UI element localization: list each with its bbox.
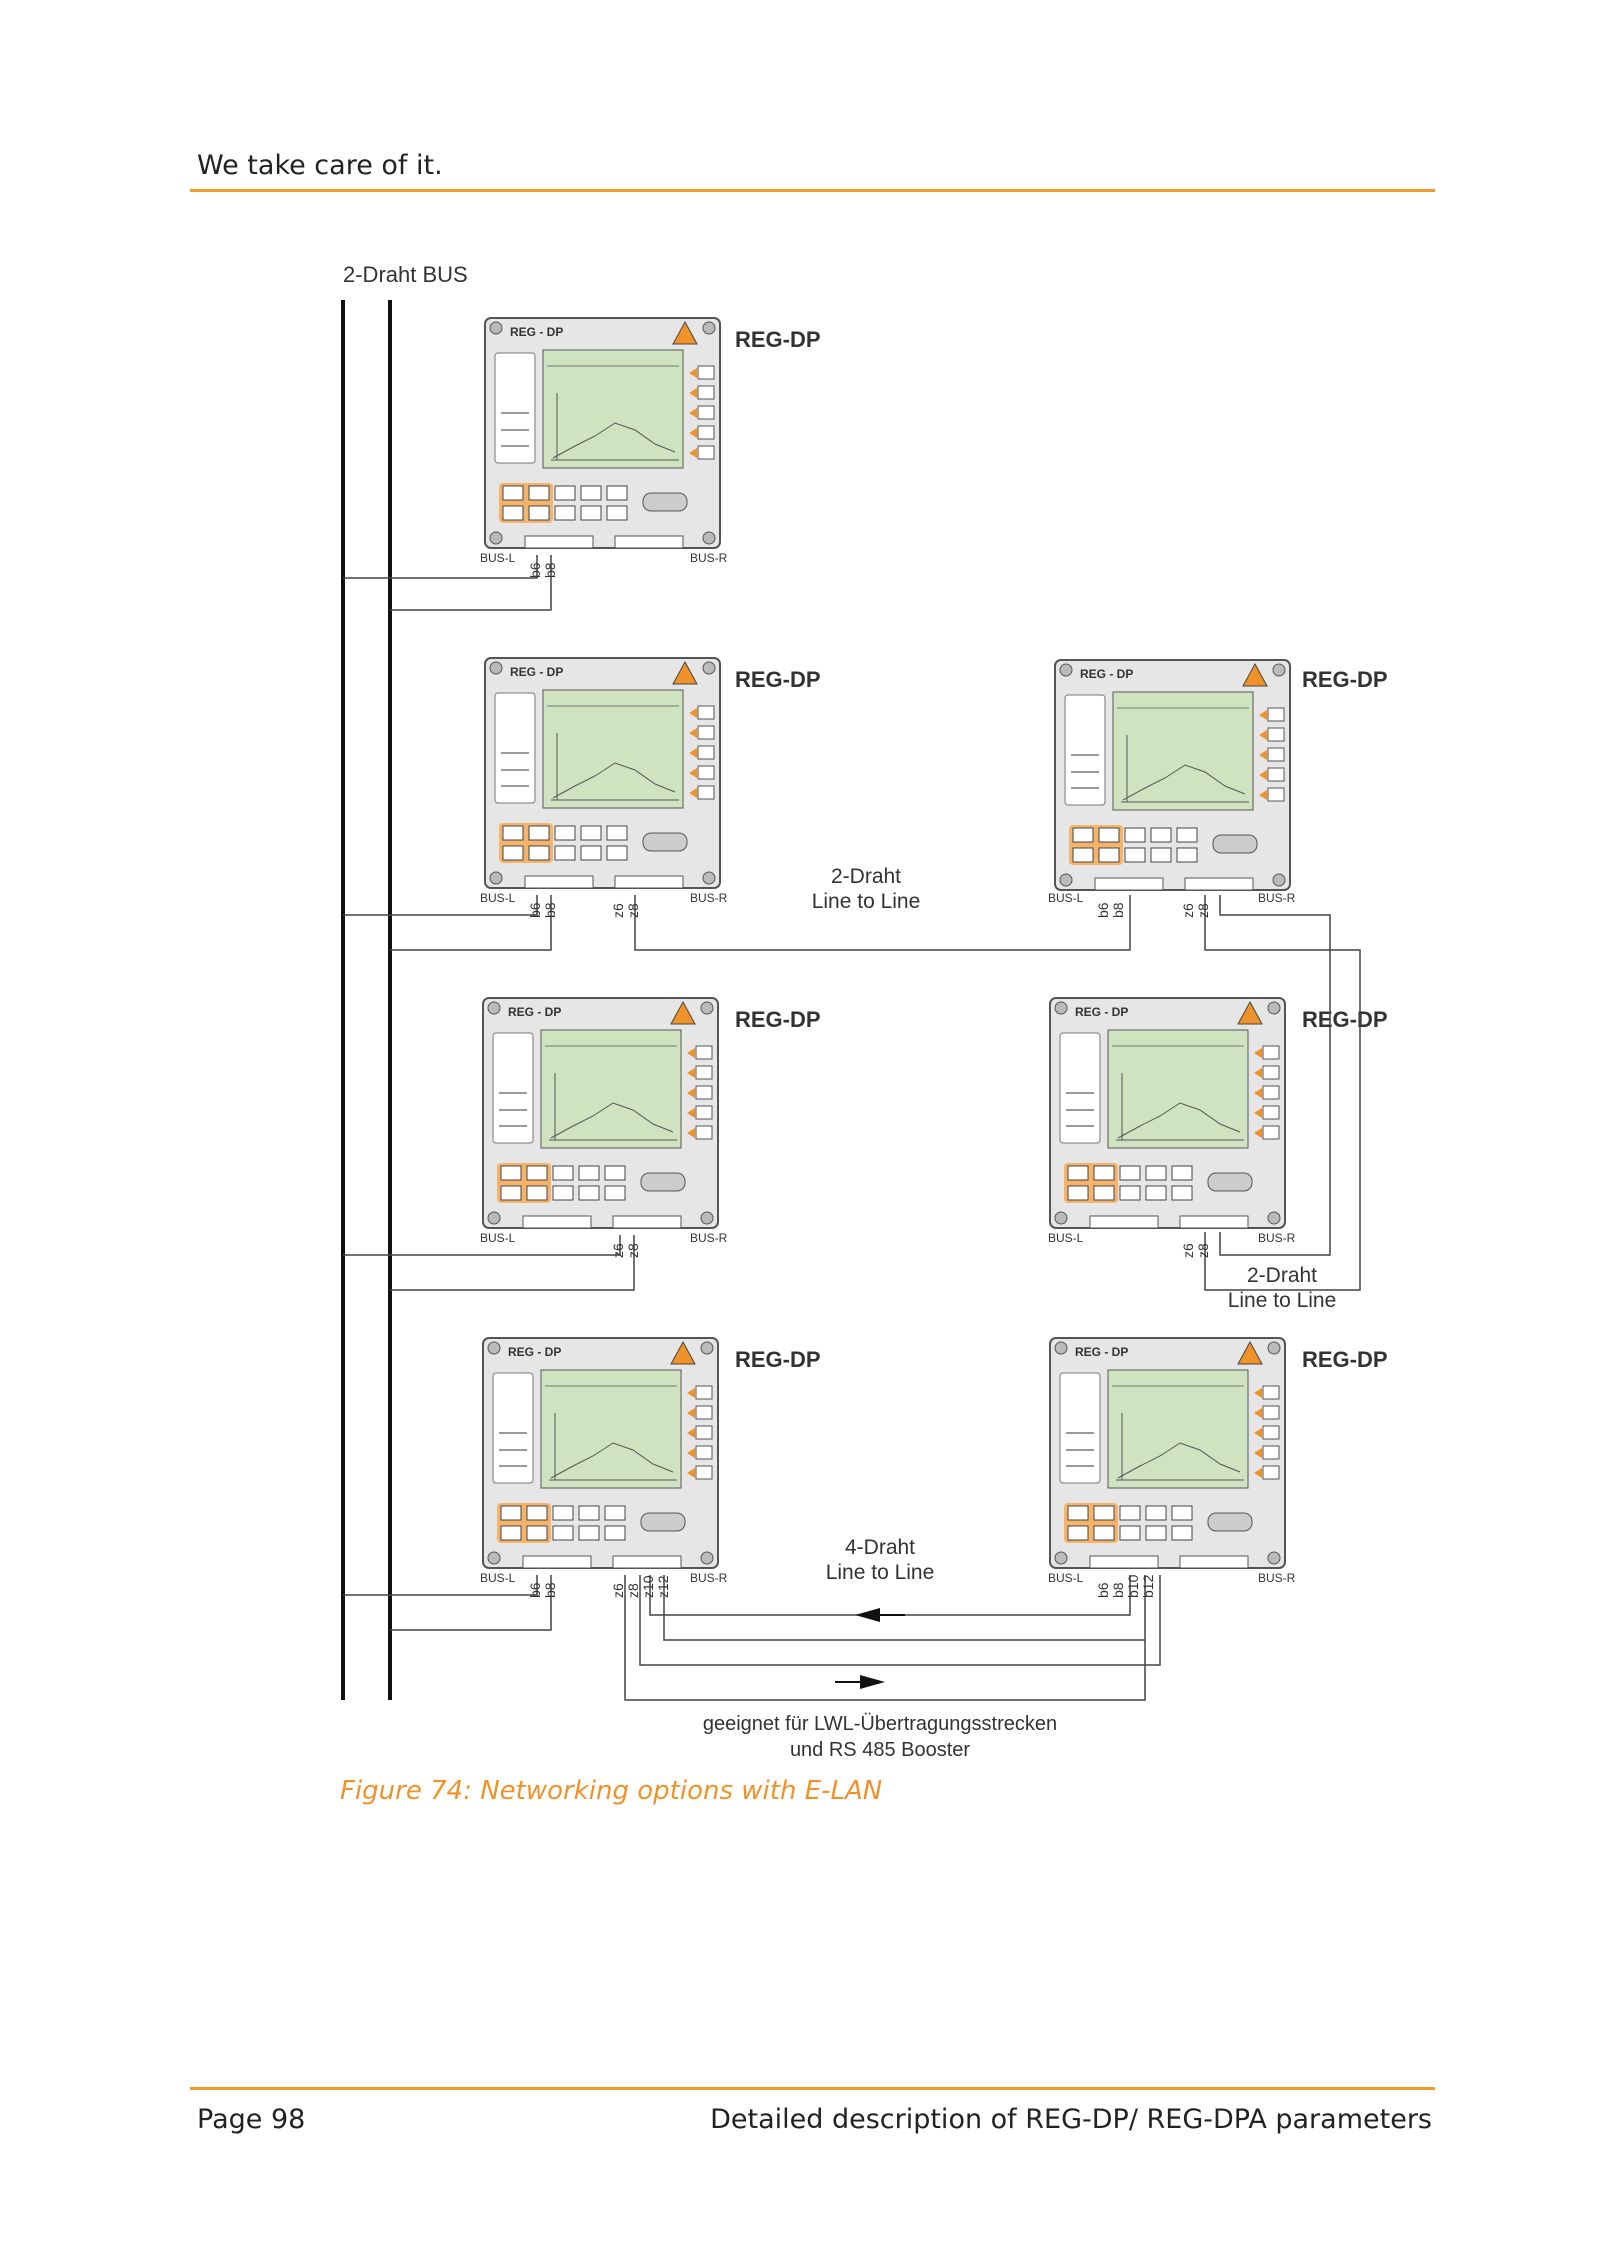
term-b10: b10 [1125,1574,1141,1598]
bus-l-label: BUS-L [1048,1571,1084,1585]
term-z8: z8 [625,1583,641,1598]
device-5 [1049,997,1286,1229]
header-tagline: We take care of it. [197,150,443,181]
term-b8: b8 [542,902,558,918]
panel-title: REG - DP [1080,667,1133,681]
device-1 [484,317,721,549]
line4-label-a: 4-Draht [845,1536,915,1559]
figure-caption: Figure 74: Networking options with E-LAN [340,1776,883,1806]
term-z8: z8 [625,903,641,918]
device-title: REG-DP [1302,667,1388,692]
bus-r-label: BUS-R [1258,1231,1296,1245]
terminal-labels: b6 b8 b6 b8 z6 z8 b6 b8 z6 z8 z6 z8 z6 z… [527,562,1211,1598]
term-z6: z6 [610,1583,626,1598]
line4-label-b: Line to Line [826,1561,935,1584]
bus-r-label: BUS-R [690,891,728,905]
term-b8: b8 [542,562,558,578]
term-z6: z6 [610,903,626,918]
bus-l-label: BUS-L [480,1571,516,1585]
term-z8: z8 [625,1243,641,1258]
bus-r-label: BUS-R [1258,1571,1296,1585]
term-z6: z6 [610,1243,626,1258]
device-title: REG-DP [1302,1347,1388,1372]
term-z12: z12 [655,1575,671,1598]
device-title: REG-DP [735,1347,821,1372]
document-title: Detailed description of REG-DP/ REG-DPA … [710,2104,1432,2135]
lwl-label-a: geeignet für LWL-Übertragungsstrecken [703,1713,1057,1735]
line2-label-a: 2-Draht [831,865,901,888]
bus-r-label: BUS-R [690,551,728,565]
device-7 [1049,1337,1286,1569]
device-title: REG-DP [735,667,821,692]
lwl-label-b: und RS 485 Booster [790,1739,970,1761]
bus-l-label: BUS-L [480,1231,516,1245]
term-b6: b6 [527,902,543,918]
bus-l-label: BUS-L [480,551,516,565]
bus-l-label: BUS-L [480,891,516,905]
bus-l-label: BUS-L [1048,1231,1084,1245]
term-z10: z10 [640,1575,656,1598]
line2-label-b: Line to Line [812,890,921,913]
arrow-right [860,1675,885,1689]
term-z8: z8 [1195,903,1211,918]
term-b6: b6 [527,562,543,578]
term-z6: z6 [1180,903,1196,918]
bus-l-label: BUS-L [1048,891,1084,905]
device-title: REG-DP [735,327,821,352]
term-b6: b6 [527,1582,543,1598]
panel-title: REG - DP [1075,1345,1128,1359]
header-rule [190,189,1435,192]
device-2 [484,657,721,889]
panel-title: REG - DP [1075,1005,1128,1019]
term-b8: b8 [542,1582,558,1598]
wiring [343,555,1361,1701]
term-b6: b6 [1095,1582,1111,1598]
term-b8: b8 [1110,1582,1126,1598]
term-b6: b6 [1095,902,1111,918]
device-6 [482,1337,719,1569]
panel-title: REG - DP [508,1005,561,1019]
term-b12: b12 [1140,1574,1156,1598]
term-z8: z8 [1195,1243,1211,1258]
panel-title: REG - DP [510,325,563,339]
arrow-left [855,1608,880,1622]
device-4 [482,997,719,1229]
term-z6: z6 [1180,1243,1196,1258]
device-title: REG-DP [1302,1007,1388,1032]
line2-label-b: Line to Line [1228,1289,1337,1312]
device-title: REG-DP [735,1007,821,1032]
bus-r-label: BUS-R [690,1571,728,1585]
bus-r-label: BUS-R [1258,891,1296,905]
bus-r-label: BUS-R [690,1231,728,1245]
device-3 [1054,659,1291,891]
footer-rule [190,2087,1435,2090]
panel-title: REG - DP [508,1345,561,1359]
bus-label: 2-Draht BUS [343,262,468,287]
page-number: Page 98 [197,2104,306,2135]
line2-label-a: 2-Draht [1247,1264,1317,1287]
term-b8: b8 [1110,902,1126,918]
panel-title: REG - DP [510,665,563,679]
